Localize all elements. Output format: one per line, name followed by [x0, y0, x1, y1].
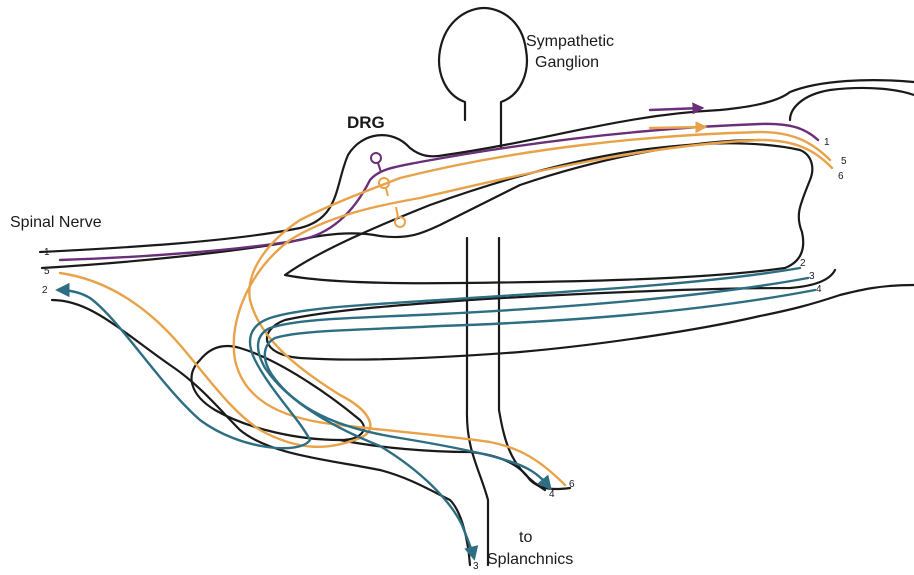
to-label: to	[519, 529, 532, 547]
sympathetic-ganglion-label-line1: Sympathetic	[526, 33, 614, 51]
drg-cell-stalk-1	[378, 163, 381, 172]
fiber-6-arrow	[650, 127, 705, 128]
fiber-4-blue	[265, 290, 815, 488]
fiber-number-right-4: 4	[816, 284, 822, 295]
sympathetic-ganglion-outline	[439, 8, 527, 148]
drg-cell-body-1	[371, 153, 381, 163]
spinal-nerve-label: Spinal Nerve	[10, 214, 102, 232]
drg-cell-stalk-2	[386, 188, 388, 196]
fiber-1-arrow	[650, 108, 702, 110]
spinal-nerve-upper-outline	[40, 80, 914, 252]
splanchnics-label: Splanchnics	[487, 551, 573, 569]
fiber-number-left-2: 2	[42, 285, 48, 296]
fiber-number-right-3: 3	[809, 271, 815, 282]
fiber-number-bottom-3: 3	[473, 561, 479, 572]
drg-cell-stalk-3	[396, 207, 398, 217]
drg-cell-body-3	[395, 217, 405, 227]
fiber-number-right-5: 5	[841, 156, 847, 167]
rami-window-outline	[285, 143, 812, 283]
sympathetic-ganglion-label-line2: Ganglion	[535, 54, 599, 72]
fiber-number-left-5: 5	[44, 266, 50, 277]
drg-label: DRG	[347, 113, 385, 133]
fiber-number-left-1: 1	[44, 247, 50, 258]
fiber-number-right-2: 2	[800, 258, 806, 269]
sympathetic-trunk-left	[467, 238, 488, 565]
fiber-number-right-6: 6	[838, 171, 844, 182]
fiber-number-bottom-6: 6	[569, 479, 575, 490]
fiber-number-bottom-4: 4	[549, 489, 555, 500]
drg-lower-outline	[42, 140, 760, 268]
fiber-3-blue	[258, 278, 808, 558]
fiber-number-right-1: 1	[824, 137, 830, 148]
